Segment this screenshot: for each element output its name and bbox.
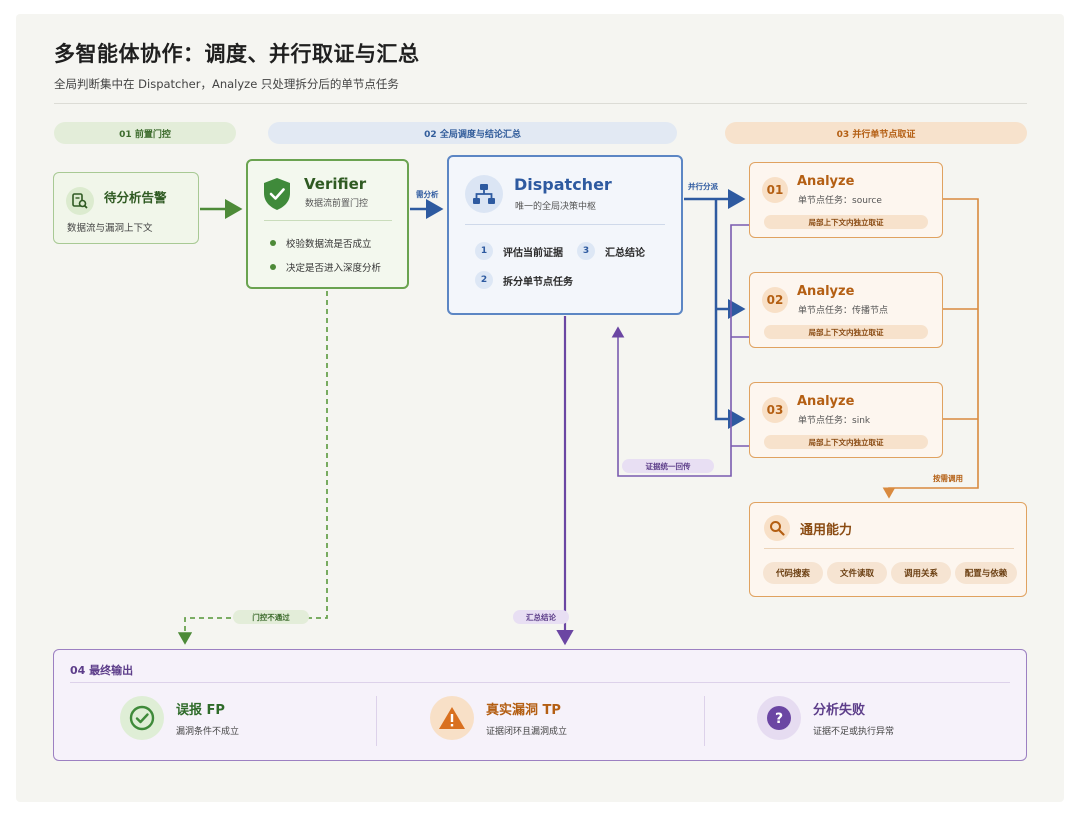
dispatcher-subtitle: 唯一的全局决策中枢 — [515, 202, 597, 212]
outcome-title: 误报 FP — [176, 703, 225, 718]
outcome-fp: 误报 FP 漏洞条件不成立 — [120, 696, 239, 740]
analyze-pill: 局部上下文内独立取证 — [764, 325, 928, 339]
verifier-bullet: 决定是否进入深度分析 — [270, 260, 381, 274]
edge-label-on-demand: 按需调用 — [933, 474, 963, 483]
outcome-title: 真实漏洞 TP — [486, 703, 561, 718]
analyze-number: 01 — [762, 177, 788, 203]
phase-dispatch: 02 全局调度与结论汇总 — [268, 122, 677, 144]
check-icon — [120, 696, 164, 740]
final-column-divider — [704, 696, 705, 746]
dispatcher-title: Dispatcher — [514, 175, 612, 194]
search-icon — [764, 515, 790, 541]
outcome-subtitle: 证据闭环且漏洞成立 — [486, 727, 568, 737]
verifier-subtitle: 数据流前置门控 — [305, 199, 369, 209]
alert-subtitle: 数据流与漏洞上下文 — [67, 223, 153, 234]
edge-label-gate-fail: 门控不通过 — [233, 610, 309, 624]
analyze-card: 01 Analyze 单节点任务：source 局部上下文内独立取证 — [749, 162, 943, 238]
divider — [54, 103, 1027, 104]
final-column-divider — [376, 696, 377, 746]
svg-text:?: ? — [775, 711, 783, 727]
page-title: 多智能体协作：调度、并行取证与汇总 — [54, 42, 420, 66]
dispatcher-divider — [465, 224, 665, 225]
warning-icon — [430, 696, 474, 740]
analyze-task: 单节点任务：source — [798, 196, 882, 206]
analyze-number: 02 — [762, 287, 788, 313]
capability-chip: 配置与依赖 — [955, 562, 1017, 584]
general-divider — [764, 548, 1014, 549]
verifier-divider — [264, 220, 392, 221]
phase-gate: 01 前置门控 — [54, 122, 236, 144]
analyze-task: 单节点任务：sink — [798, 416, 871, 426]
alert-card: 待分析告警 数据流与漏洞上下文 — [53, 172, 199, 244]
outcome-subtitle: 漏洞条件不成立 — [176, 727, 240, 737]
analyze-title: Analyze — [797, 394, 855, 409]
analyze-card: 02 Analyze 单节点任务：传播节点 局部上下文内独立取证 — [749, 272, 943, 348]
analyze-task: 单节点任务：传播节点 — [798, 306, 889, 316]
analyze-pill: 局部上下文内独立取证 — [764, 215, 928, 229]
analyze-title: Analyze — [797, 174, 855, 189]
general-title: 通用能力 — [800, 523, 853, 538]
verifier-card: Verifier 数据流前置门控 校验数据流是否成立 决定是否进入深度分析 — [246, 159, 409, 289]
edge-label-parallel-dispatch: 并行分派 — [688, 182, 718, 191]
outcome-failure: ? 分析失败 证据不足或执行异常 — [757, 696, 894, 740]
analyze-number: 03 — [762, 397, 788, 423]
analyze-card: 03 Analyze 单节点任务：sink 局部上下文内独立取证 — [749, 382, 943, 458]
edge-label-summary: 汇总结论 — [513, 610, 569, 624]
document-search-icon — [66, 187, 94, 215]
page-subtitle: 全局判断集中在 Dispatcher，Analyze 只处理拆分后的单节点任务 — [54, 77, 399, 91]
final-divider — [70, 682, 1010, 683]
outcome-title: 分析失败 — [813, 703, 866, 718]
capability-chip: 调用关系 — [891, 562, 951, 584]
question-icon: ? — [757, 696, 801, 740]
analyze-pill: 局部上下文内独立取证 — [764, 435, 928, 449]
capability-chip: 文件读取 — [827, 562, 887, 584]
verifier-title: Verifier — [304, 175, 367, 193]
hierarchy-icon — [465, 175, 503, 213]
final-heading: 04 最终输出 — [70, 664, 134, 677]
analyze-title: Analyze — [797, 284, 855, 299]
final-output-panel: 04 最终输出 误报 FP 漏洞条件不成立 真实漏洞 TP 证据闭环且漏洞成立 … — [53, 649, 1027, 761]
verifier-bullet: 校验数据流是否成立 — [270, 236, 372, 250]
outcome-subtitle: 证据不足或执行异常 — [813, 727, 895, 737]
general-capabilities-card: 通用能力 代码搜索 文件读取 调用关系 配置与依赖 — [749, 502, 1027, 597]
edge-label-evidence-return: 证据统一回传 — [622, 459, 714, 473]
capability-chip: 代码搜索 — [763, 562, 823, 584]
shield-check-icon — [262, 177, 292, 211]
edge-label-need-analysis: 需分析 — [416, 190, 439, 199]
outcome-tp: 真实漏洞 TP 证据闭环且漏洞成立 — [430, 696, 567, 740]
phase-parallel: 03 并行单节点取证 — [725, 122, 1027, 144]
alert-title: 待分析告警 — [104, 190, 167, 205]
